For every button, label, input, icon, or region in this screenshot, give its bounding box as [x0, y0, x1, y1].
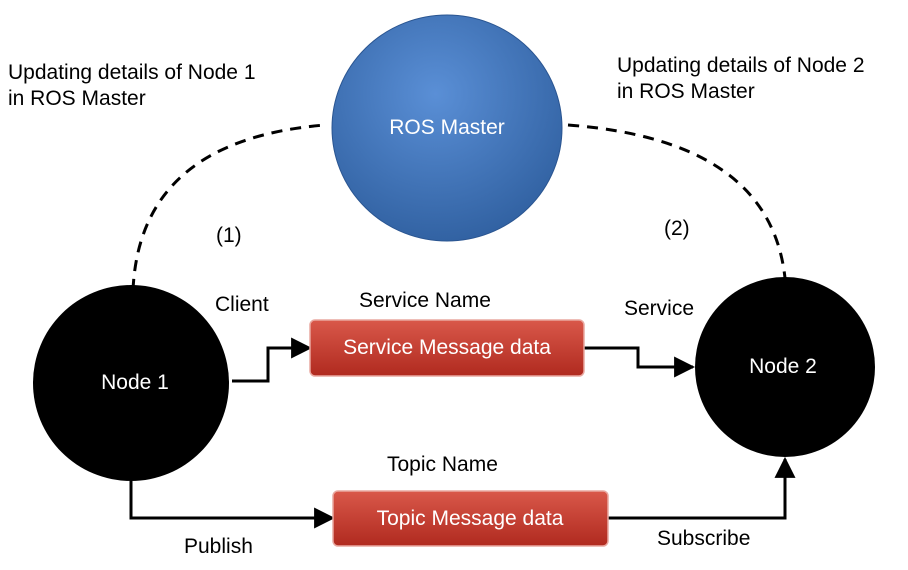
- service-message-box: [309, 319, 585, 377]
- ros-master-label: ROS Master: [389, 116, 505, 139]
- publish-label: Publish: [184, 535, 253, 558]
- master-link-node2-dashed-arc: [567, 123, 787, 279]
- step1-label: (1): [216, 224, 242, 247]
- topic-message-box-label: Topic Message data: [376, 507, 564, 530]
- step2-label: (2): [664, 217, 690, 240]
- topic-name-label: Topic Name: [387, 453, 498, 476]
- update-node2-annotation: Updating details of Node 2 in ROS Master: [617, 54, 865, 103]
- client-label: Client: [215, 293, 269, 316]
- node1-label: Node 1: [101, 371, 169, 394]
- topic-message-box: [332, 490, 609, 547]
- subscribe-label: Subscribe: [657, 527, 751, 550]
- service-message-box-label: Service Message data: [343, 336, 551, 359]
- publish-connector: [129, 481, 336, 529]
- master-link-node1-dashed-arc: [131, 123, 326, 291]
- node2-circle: [695, 277, 875, 457]
- service-request-connector: [232, 337, 313, 383]
- update-node1-annotation: Updating details of Node 1 in ROS Master: [8, 61, 256, 110]
- node1-circle: [33, 285, 229, 481]
- subscribe-connector: [608, 456, 796, 520]
- ros-master-node: [331, 14, 563, 242]
- service-label: Service: [624, 297, 695, 320]
- service-name-label: Service Name: [359, 289, 491, 312]
- service-response-connector: [584, 346, 696, 378]
- node2-label: Node 2: [749, 355, 817, 378]
